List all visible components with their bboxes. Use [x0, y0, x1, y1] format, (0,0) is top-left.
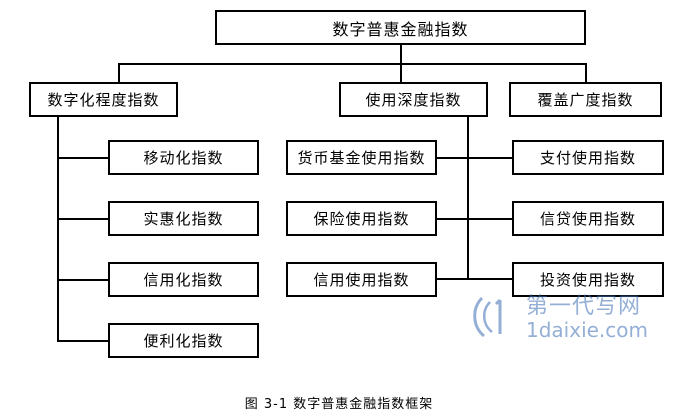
lending-usage-index-box: 信贷使用指数 — [512, 201, 664, 236]
figure-caption: 图 3-1 数字普惠金融指数框架 — [244, 397, 434, 412]
connector-bus-to-digitization — [118, 63, 120, 82]
connector-digitization-branch-4 — [57, 340, 109, 342]
usage-depth-index-box: 使用深度指数 — [339, 82, 488, 117]
mobility-index-box: 移动化指数 — [108, 140, 259, 175]
connector-bus-to-coverage — [585, 63, 587, 82]
connector-usage-row-3 — [437, 278, 515, 280]
connector-digitization-trunk — [57, 117, 59, 341]
money-fund-usage-index-box: 货币基金使用指数 — [286, 140, 437, 175]
connector-digitization-branch-2 — [57, 218, 109, 220]
insurance-usage-index-box: 保险使用指数 — [286, 201, 437, 236]
connector-root-down — [400, 44, 402, 64]
root-index-box: 数字普惠金融指数 — [215, 10, 586, 45]
watermark-chinese-text: 第一代写网 — [526, 294, 642, 319]
credit-usage-index-box: 信用使用指数 — [286, 262, 437, 297]
payment-usage-index-box: 支付使用指数 — [512, 140, 664, 175]
watermark-domain-text: 1daixie.com — [526, 318, 649, 342]
investment-usage-index-box: 投资使用指数 — [512, 262, 664, 297]
connector-bus-to-usage — [400, 63, 402, 82]
digitization-index-box: 数字化程度指数 — [29, 82, 178, 117]
connector-usage-trunk — [467, 116, 469, 279]
connector-main-bus — [118, 63, 586, 65]
credit-index-box: 信用化指数 — [108, 262, 259, 297]
watermark-logo-icon — [473, 296, 502, 338]
affordability-index-box: 实惠化指数 — [108, 201, 259, 236]
connector-digitization-branch-3 — [57, 279, 109, 281]
watermark: 第一代写网 1daixie.com — [470, 288, 675, 348]
connector-usage-row-2 — [437, 218, 515, 220]
convenience-index-box: 便利化指数 — [108, 323, 259, 358]
connector-digitization-branch-1 — [57, 157, 109, 159]
connector-usage-row-1 — [437, 157, 515, 159]
coverage-breadth-index-box: 覆盖广度指数 — [509, 82, 662, 117]
